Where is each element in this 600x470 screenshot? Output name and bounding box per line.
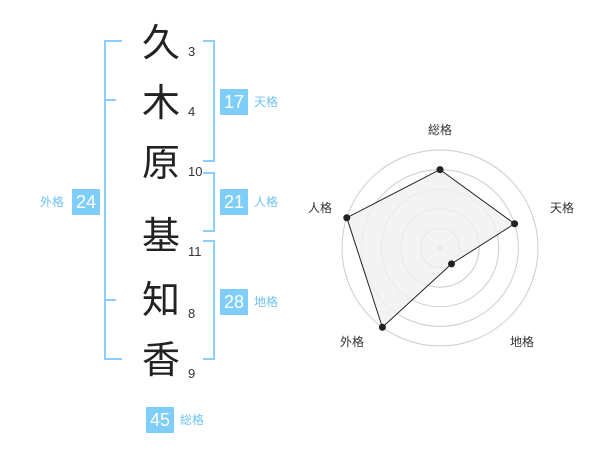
name-char-2: 木 [141,81,180,125]
radar-ring [341,149,539,347]
tenkaku-label: 天格 [254,95,279,109]
radar-label-tenkaku: 天格 [550,200,574,215]
bracket-tick [104,99,116,101]
gaikaku-label: 外格 [40,195,65,209]
jinkaku-label: 人格 [254,195,279,209]
name-char-1: 久 [141,21,180,65]
radar-label-gaikaku: 外格 [340,334,364,349]
radar-point-4 [378,323,386,331]
stroke-count-1: 3 [188,44,196,59]
radar-points [343,166,519,331]
stroke-count-5: 8 [188,306,196,321]
jinkaku-badge: 21 [220,189,248,215]
chikaku-bracket [203,240,215,360]
bracket-tick [104,299,116,301]
gaikaku-bracket [104,40,122,360]
radar-label-chikaku: 地格 [510,334,534,349]
name-char-5: 知 [141,278,180,322]
stroke-count-3: 10 [188,164,203,179]
chikaku-label: 地格 [254,295,279,309]
name-char-3: 原 [141,141,180,185]
tenkaku-badge: 17 [220,89,248,115]
radar-point-2 [511,220,519,228]
tenkaku-bracket [203,40,215,162]
gaikaku-badge: 24 [72,189,100,215]
soukaku-label: 総格 [180,413,205,427]
radar-point-5 [343,214,351,222]
radar-label-soukaku: 総格 [428,122,452,137]
stroke-count-2: 4 [188,104,196,119]
radar-point-3 [448,260,456,268]
name-char-6: 香 [141,338,180,382]
stroke-count-6: 9 [188,366,196,381]
stroke-count-4: 11 [188,244,202,259]
radar-point-1 [436,166,444,174]
radar-label-jinkaku: 人格 [308,200,332,215]
name-char-4: 基 [141,214,180,258]
chikaku-badge: 28 [220,289,248,315]
soukaku-badge: 45 [146,407,174,433]
jinkaku-bracket [203,172,215,232]
radar-polygon [346,169,516,329]
